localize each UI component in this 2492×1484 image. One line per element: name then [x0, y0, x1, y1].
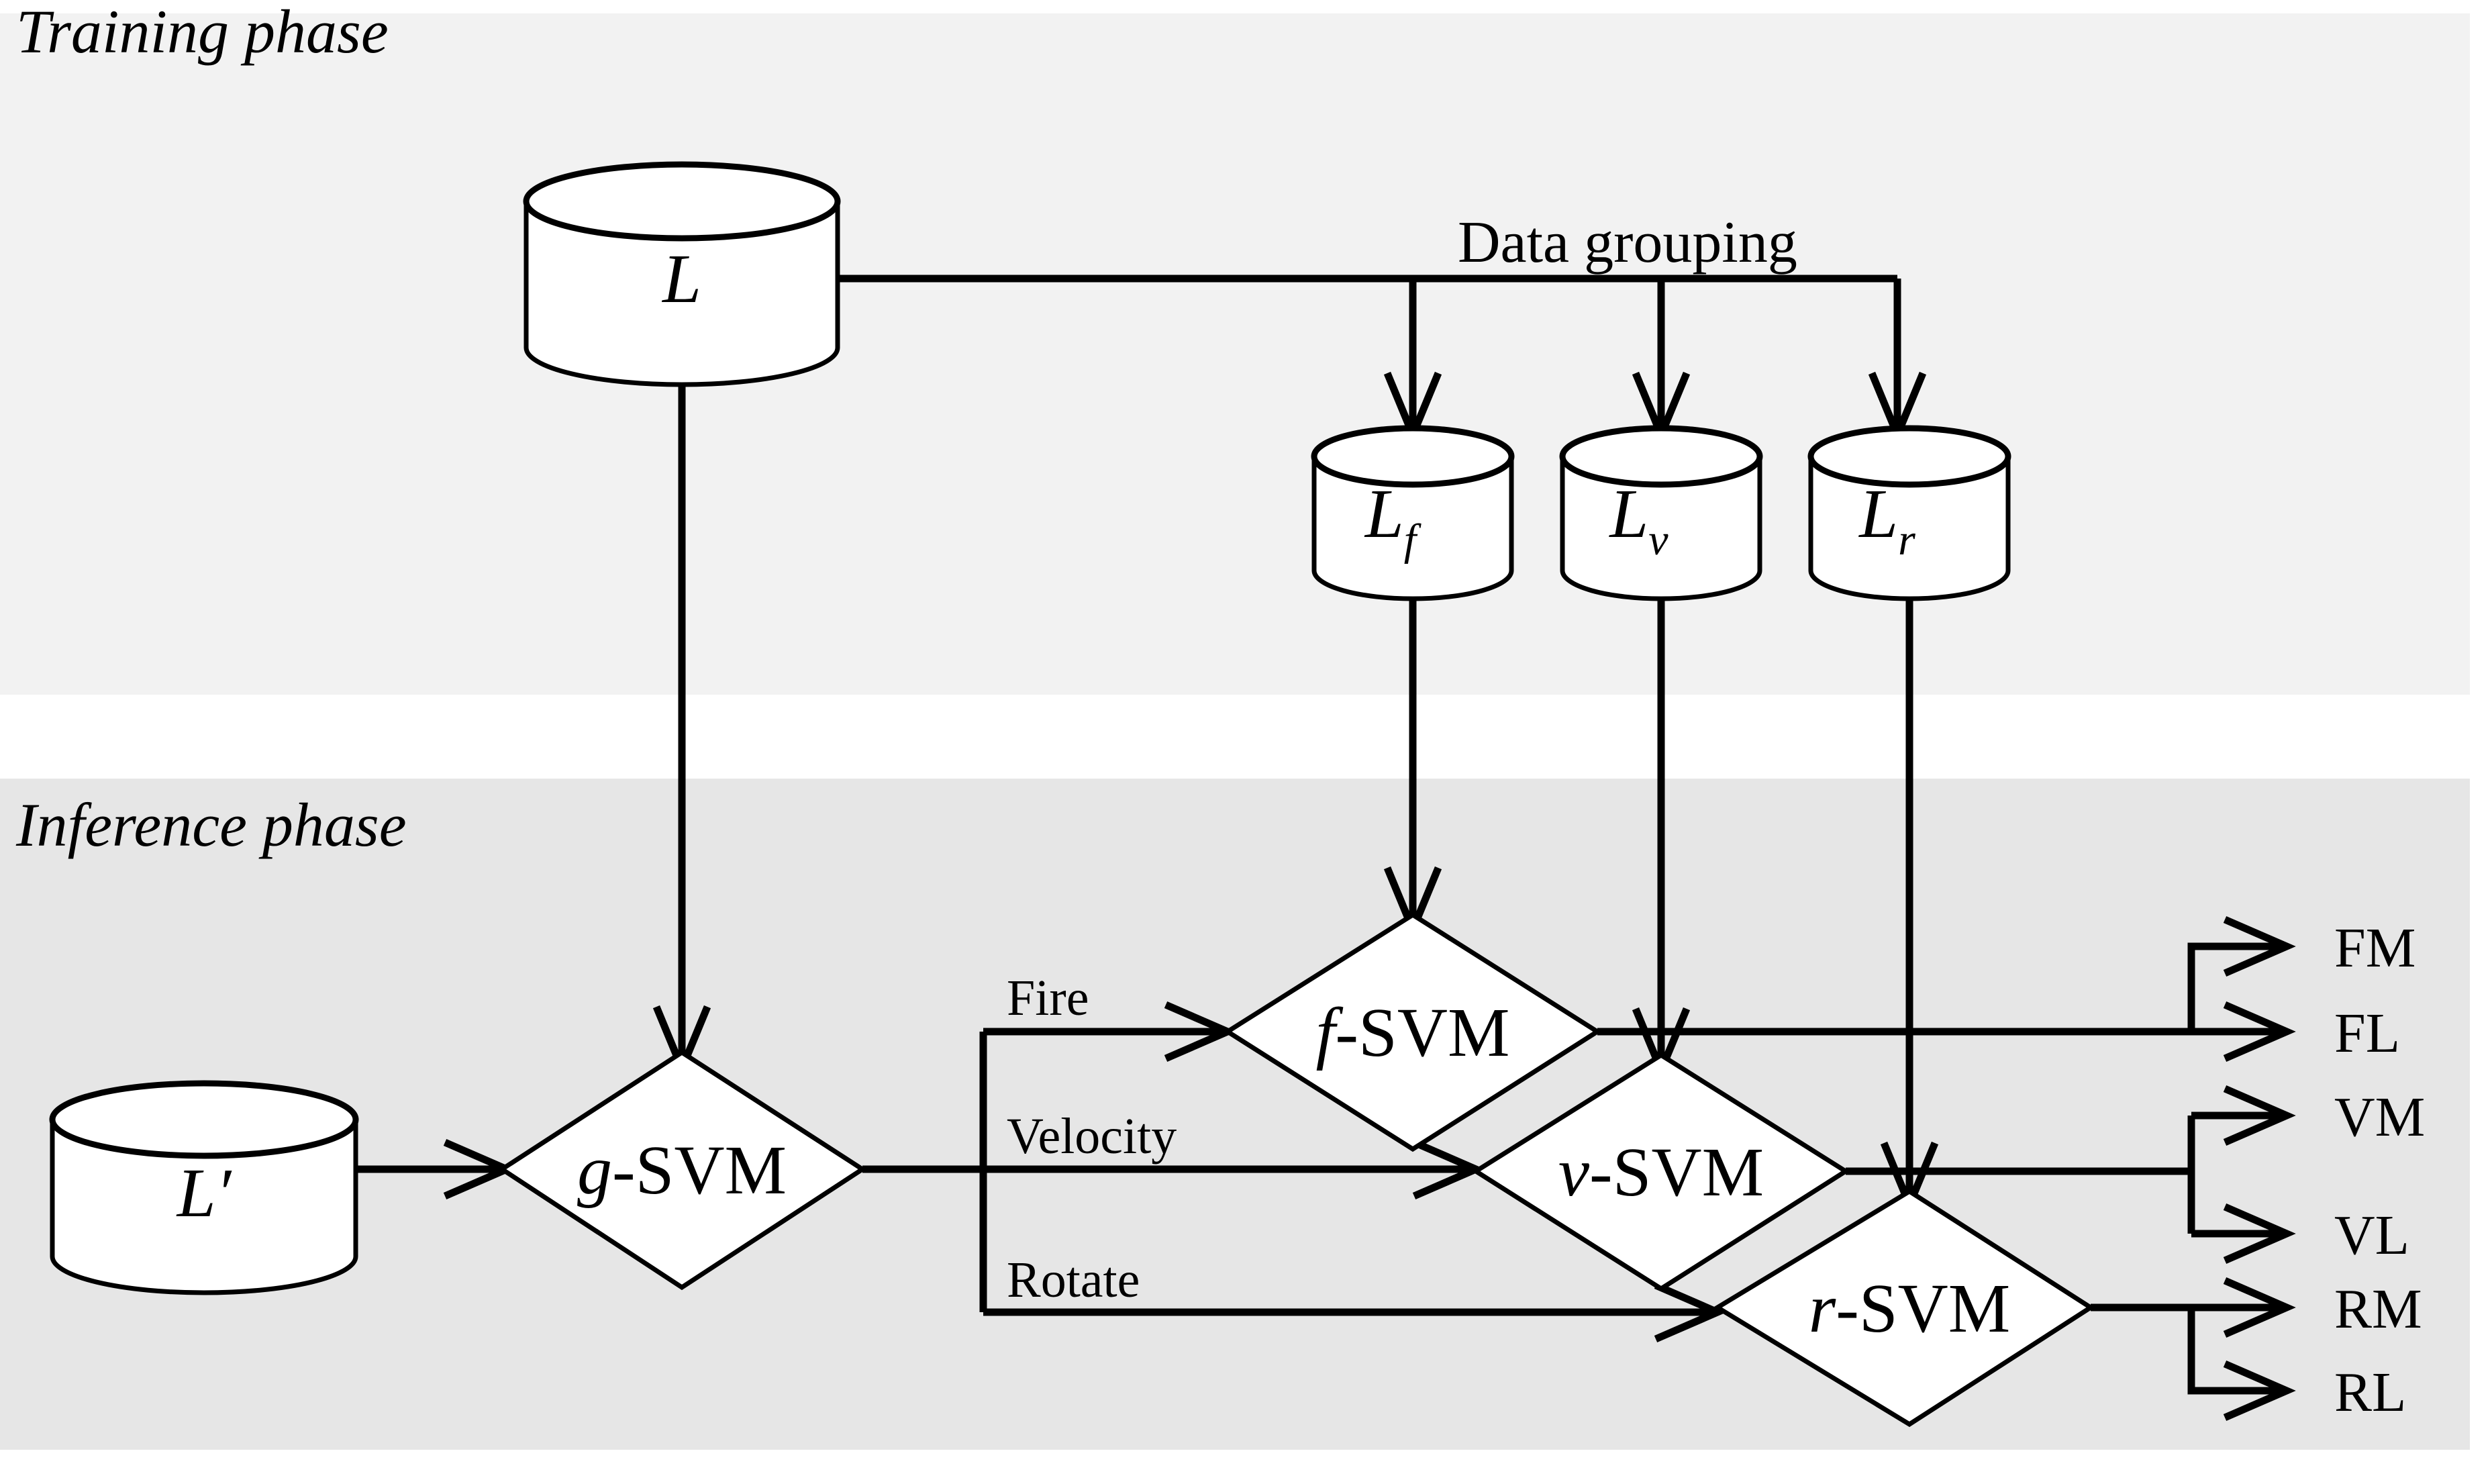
datastore-Lr-label: Lr: [1858, 475, 1915, 564]
classifier-v-svm: [1471, 1052, 1850, 1292]
classifier-r-svm-label: r-SVM: [1809, 1270, 2011, 1347]
datastore-L: [523, 161, 841, 387]
branch-label-velocity: Velocity: [1007, 1108, 1177, 1165]
classifier-v-svm-label: v-SVM: [1558, 1134, 1764, 1211]
classifier-f-svm: [1223, 911, 1602, 1152]
output-label-FL: FL: [2334, 1002, 2400, 1065]
wire-fork-R: [2187, 1307, 2282, 1395]
output-label-VL: VL: [2334, 1204, 2409, 1267]
datastore-Lr: [1807, 425, 2011, 601]
inference-phase-panel: [0, 779, 2470, 1450]
datastore-Lv-label: Lv: [1608, 475, 1668, 564]
output-label-VM: VM: [2334, 1086, 2425, 1148]
branch-label-rotate: Rotate: [1007, 1252, 1140, 1308]
classifier-g-svm: [497, 1049, 867, 1291]
datastore-Lprime-label: L′: [176, 1154, 233, 1232]
output-label-RM: RM: [2334, 1278, 2422, 1340]
training-phase-panel: [0, 13, 2470, 695]
datastore-Lf: [1311, 425, 1515, 601]
classifier-r-svm: [1713, 1188, 2095, 1428]
inference-phase-label: Inference phase: [15, 791, 407, 859]
output-label-FM: FM: [2334, 917, 2415, 979]
output-label-RL: RL: [2334, 1361, 2406, 1424]
datastore-Lv: [1559, 425, 1763, 601]
data-grouping-label: Data grouping: [1458, 210, 1797, 275]
training-phase-label: Training phase: [16, 0, 389, 66]
datastore-L-label: L: [661, 240, 701, 317]
branch-label-fire: Fire: [1007, 970, 1089, 1026]
classifier-g-svm-label: g-SVM: [577, 1132, 787, 1209]
datastore-Lf-label: Lf: [1364, 475, 1422, 564]
classifier-f-svm-label: f-SVM: [1316, 994, 1510, 1071]
wire-fork-F: [2187, 942, 2282, 1032]
datastore-Lprime: [49, 1080, 359, 1295]
